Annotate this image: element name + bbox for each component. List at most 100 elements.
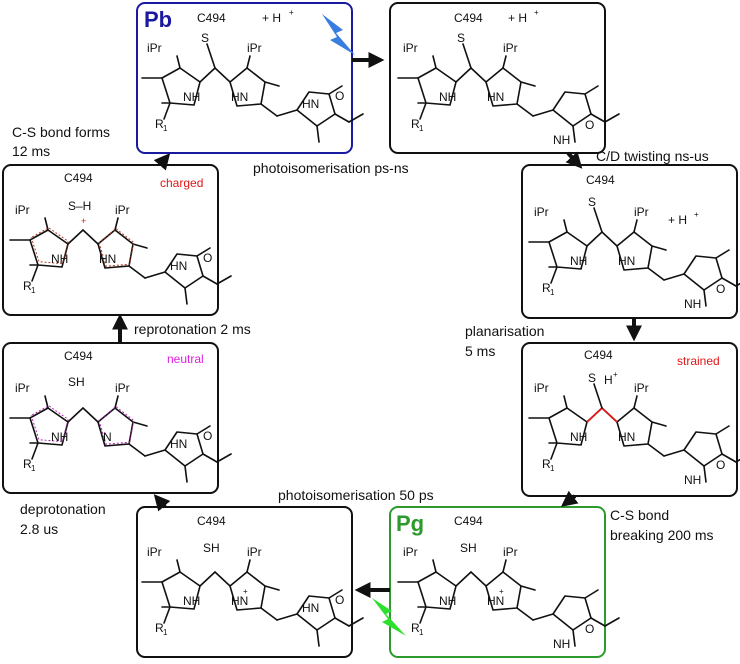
state-charged-sh: S–H	[68, 199, 91, 213]
state-neutral: neutral C494 SH iPr iPr NH N R 1 HN O	[2, 342, 232, 494]
label-photoisomerisation-50ps: photoisomerisation 50 ps	[278, 487, 434, 503]
pg-sh: SH	[460, 541, 477, 555]
state-6-nh: NH	[183, 594, 200, 608]
arrow-6-to-7	[153, 494, 171, 512]
pg-ipr-right: iPr	[503, 545, 518, 559]
state-charged: charged C494 S–H iPr iPr NH HN + R 1 HN …	[2, 164, 232, 316]
label-photoisomerisation-ps-ns: photoisomerisation ps-ns	[253, 160, 409, 176]
pb-proton: + H	[262, 11, 281, 25]
label-planarisation-time: 5 ms	[465, 343, 495, 359]
state-2-nh: NH	[439, 90, 456, 104]
state-6-oxygen: O	[335, 593, 344, 607]
state-3-oxygen: O	[716, 282, 725, 296]
state-neutral-r1: R	[23, 457, 32, 471]
pb-oxygen: O	[335, 89, 344, 103]
state-charged-ring-d-hn: HN	[170, 259, 187, 273]
state-strained-ipr-right: iPr	[634, 381, 649, 395]
pg-residue: C494	[454, 514, 483, 528]
state-6-frame	[136, 506, 353, 658]
pb-proton-sup: +	[289, 8, 294, 17]
state-neutral-n: N	[103, 430, 112, 444]
state-neutral-sh: SH	[68, 375, 85, 389]
state-strained-r1: R	[542, 457, 551, 471]
state-strained-ring-d-nh: NH	[684, 473, 701, 487]
state-6-r1-sub: 1	[163, 628, 168, 637]
state-6-hn: HN	[231, 594, 248, 608]
label-cs-bond-forms: C-S bond forms	[12, 124, 110, 140]
state-charged-r1: R	[23, 279, 32, 293]
state-neutral-ipr-left: iPr	[15, 381, 30, 395]
state-charged-oxygen: O	[203, 251, 212, 265]
label-deprotonation: deprotonation	[20, 501, 106, 517]
state-3-hn: HN	[618, 254, 635, 268]
state-3-ipr-left: iPr	[534, 205, 549, 219]
state-charged-ipr-left: iPr	[15, 203, 30, 217]
state-6-r1: R	[155, 621, 164, 635]
state-2-structure: S iPr iPr NH HN R 1 NH O	[397, 31, 620, 147]
state-2-hn: HN	[487, 90, 504, 104]
state-3-residue: C494	[586, 173, 615, 187]
state-strained-residue: C494	[584, 348, 613, 362]
pb-ipr-left: iPr	[147, 41, 162, 55]
label-reprotonation: reprotonation 2 ms	[134, 321, 251, 337]
pg-frame	[389, 506, 606, 658]
blue-light-flash-icon	[322, 14, 355, 55]
state-neutral-nh: NH	[51, 430, 68, 444]
state-charged-frame	[2, 164, 219, 316]
state-pg: Pg C494 SH iPr iPr NH HN + R 1 NH O	[389, 506, 620, 658]
state-3-r1-sub: 1	[550, 288, 555, 297]
state-2: C494 + H + S iPr iPr NH HN R 1 NH O	[389, 2, 620, 154]
state-3-r1: R	[542, 281, 551, 295]
state-charged-hn: HN	[99, 252, 116, 266]
state-2-residue: C494	[454, 11, 483, 25]
state-2-r1-sub: 1	[419, 124, 424, 133]
state-strained-ipr-left: iPr	[534, 381, 549, 395]
pb-hn: HN	[231, 90, 248, 104]
state-2-oxygen: O	[585, 118, 594, 132]
state-3-ring-d-nh: NH	[684, 297, 701, 311]
state-6-ipr-left: iPr	[147, 545, 162, 559]
state-neutral-r1-sub: 1	[31, 464, 36, 473]
label-planarisation: planarisation	[465, 323, 544, 339]
state-charged-ipr-right: iPr	[115, 203, 130, 217]
arrow-4-to-pg	[560, 490, 579, 507]
pg-ring-d-nh: NH	[553, 637, 570, 651]
state-neutral-ring-d-hn: HN	[170, 437, 187, 451]
state-2-ipr-left: iPr	[403, 41, 418, 55]
state-3-s-atom: S	[588, 195, 596, 209]
pb-s-atom: S	[201, 31, 209, 45]
pg-ipr-left: iPr	[403, 545, 418, 559]
state-neutral-oxygen: O	[203, 429, 212, 443]
pb-structure: S iPr iPr NH HN R 1 HN O	[141, 31, 364, 143]
state-charged-structure: iPr iPr NH HN + R 1 HN O	[9, 203, 232, 305]
pb-r1-sub: 1	[163, 124, 168, 133]
green-light-flash-icon	[372, 598, 406, 636]
state-neutral-label: neutral	[167, 352, 204, 366]
pb-frame	[136, 2, 353, 154]
state-strained-hn: HN	[618, 430, 635, 444]
arrow-8-to-pb	[153, 153, 171, 171]
state-charged-nh: NH	[51, 252, 68, 266]
label-cs-bond-breaking-2: breaking 200 ms	[610, 527, 714, 543]
state-strained-h-atom: H	[604, 373, 613, 387]
state-strained-r1-sub: 1	[550, 464, 555, 473]
state-6-ipr-right: iPr	[247, 545, 262, 559]
pb-r1: R	[155, 117, 164, 131]
pg-oxygen: O	[585, 622, 594, 636]
state-strained-s-atom: S	[588, 371, 596, 385]
state-3-proton-sup: +	[694, 210, 699, 219]
pg-r1-sub: 1	[419, 628, 424, 637]
state-strained-frame	[521, 342, 738, 497]
label-cd-twisting: C/D twisting ns-us	[596, 148, 709, 164]
state-6-plus: +	[243, 587, 248, 596]
state-2-ipr-right: iPr	[503, 41, 518, 55]
pb-ipr-right: iPr	[247, 41, 262, 55]
state-charged-plus: +	[81, 216, 86, 226]
state-strained-structure: S H + iPr iPr NH HN R 1 NH O	[528, 370, 740, 487]
pg-tag: Pg	[396, 511, 424, 536]
state-2-r1: R	[411, 117, 420, 131]
state-3-structure: S iPr iPr NH HN R 1 NH O	[528, 195, 740, 311]
state-3: C494 + H + S iPr iPr NH HN R 1 NH O	[521, 164, 740, 319]
pg-plus: +	[499, 587, 504, 596]
state-strained: strained C494 S H + iPr iPr NH HN R 1 NH…	[521, 342, 740, 497]
